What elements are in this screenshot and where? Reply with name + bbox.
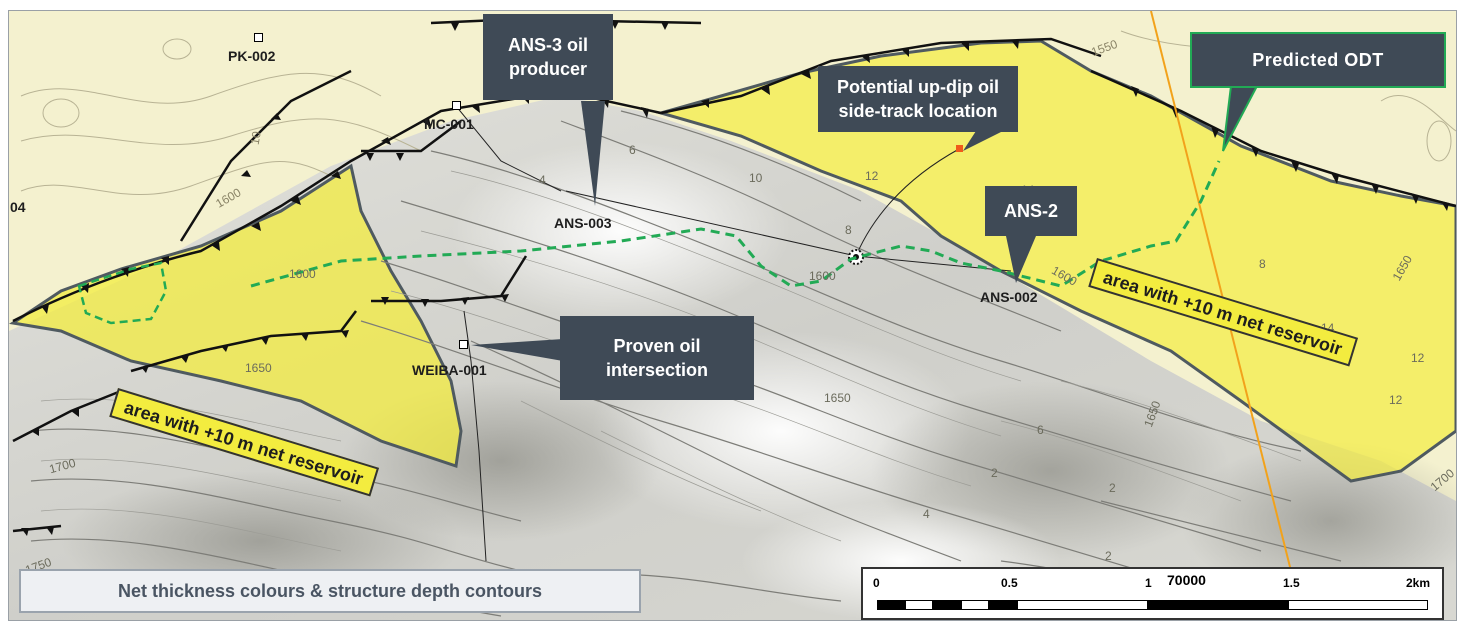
well-label-mc-001: MC-001 bbox=[424, 116, 474, 132]
contour-label: 10 bbox=[749, 171, 763, 185]
callout-sidetrack-location: Potential up-dip oil side-track location bbox=[818, 66, 1018, 132]
contour-label: 2 bbox=[1109, 481, 1116, 495]
contour-label: 1600 bbox=[809, 269, 836, 283]
well-marker-weiba-001[interactable] bbox=[459, 340, 468, 349]
well-marker-mc-001[interactable] bbox=[452, 101, 461, 110]
contour-label: 2 bbox=[1105, 549, 1112, 563]
contour-label: 1650 bbox=[824, 391, 851, 405]
scale-segment bbox=[989, 600, 1017, 610]
odt-line-closure bbox=[77, 261, 168, 325]
callout-ans3-oil-producer: ANS-3 oil producer bbox=[483, 14, 613, 100]
scale-tick-label: 0.5 bbox=[1001, 576, 1018, 590]
map-canvas bbox=[9, 11, 1456, 620]
contour-label: 1600 bbox=[289, 267, 316, 281]
scale-segment bbox=[1017, 600, 1148, 610]
scale-segment bbox=[905, 600, 933, 610]
scale-segment bbox=[961, 600, 989, 610]
scale-tick-label: 1 bbox=[1145, 576, 1152, 590]
contour-label: 8 bbox=[1259, 257, 1266, 271]
scale-ratio: 70000 bbox=[1167, 572, 1206, 588]
contour-label: 10 bbox=[247, 130, 264, 146]
well-label-ans-003: ANS-003 bbox=[554, 215, 612, 231]
contour-label: 1650 bbox=[245, 361, 272, 375]
well-marker-pk-002[interactable] bbox=[254, 33, 263, 42]
contour-label: 8 bbox=[845, 223, 852, 237]
contour-label: 4 bbox=[923, 507, 930, 521]
callout-proven-oil-intersection: Proven oil intersection bbox=[560, 316, 754, 400]
callout-predicted-odt: Predicted ODT bbox=[1190, 32, 1446, 88]
scale-tick-label: 2km bbox=[1406, 576, 1431, 590]
well-label-weiba-001: WEIBA-001 bbox=[412, 362, 487, 378]
contour-label: 12 bbox=[865, 169, 879, 183]
scale-tick-label: 1.5 bbox=[1283, 576, 1300, 590]
contour-label: 6 bbox=[629, 143, 636, 157]
scale-segment bbox=[1148, 600, 1288, 610]
contour-label: 12 bbox=[1411, 351, 1425, 365]
well-trajectories bbox=[455, 105, 1012, 562]
scale-bar: 0 0.5 1 1.5 2km 70000 bbox=[861, 567, 1444, 620]
odt-line-main bbox=[250, 160, 1221, 288]
contour-label: 12 bbox=[1389, 393, 1403, 407]
contour-label: 4 bbox=[539, 173, 546, 187]
callout-pointers bbox=[471, 101, 1036, 361]
callout-ans2: ANS-2 bbox=[985, 186, 1077, 236]
contour-label: 6 bbox=[1037, 423, 1044, 437]
lease-boundary bbox=[1150, 11, 1292, 572]
scale-segment bbox=[1288, 600, 1428, 610]
map-caption: Net thickness colours & structure depth … bbox=[19, 569, 641, 613]
reservoir-area-left bbox=[9, 163, 463, 468]
sidetrack-target bbox=[956, 145, 963, 152]
contour-label: 2 bbox=[991, 466, 998, 480]
well-label-ans-002: ANS-002 bbox=[980, 289, 1038, 305]
scale-tick-label: 0 bbox=[873, 576, 880, 590]
well-label-partial: 04 bbox=[10, 199, 26, 215]
map-frame[interactable]: 1550 1600 1600 1600 1600 1650 1650 1650 … bbox=[8, 10, 1457, 621]
well-label-pk-002: PK-002 bbox=[228, 48, 276, 64]
scale-segment bbox=[877, 600, 905, 610]
scale-segment bbox=[933, 600, 961, 610]
